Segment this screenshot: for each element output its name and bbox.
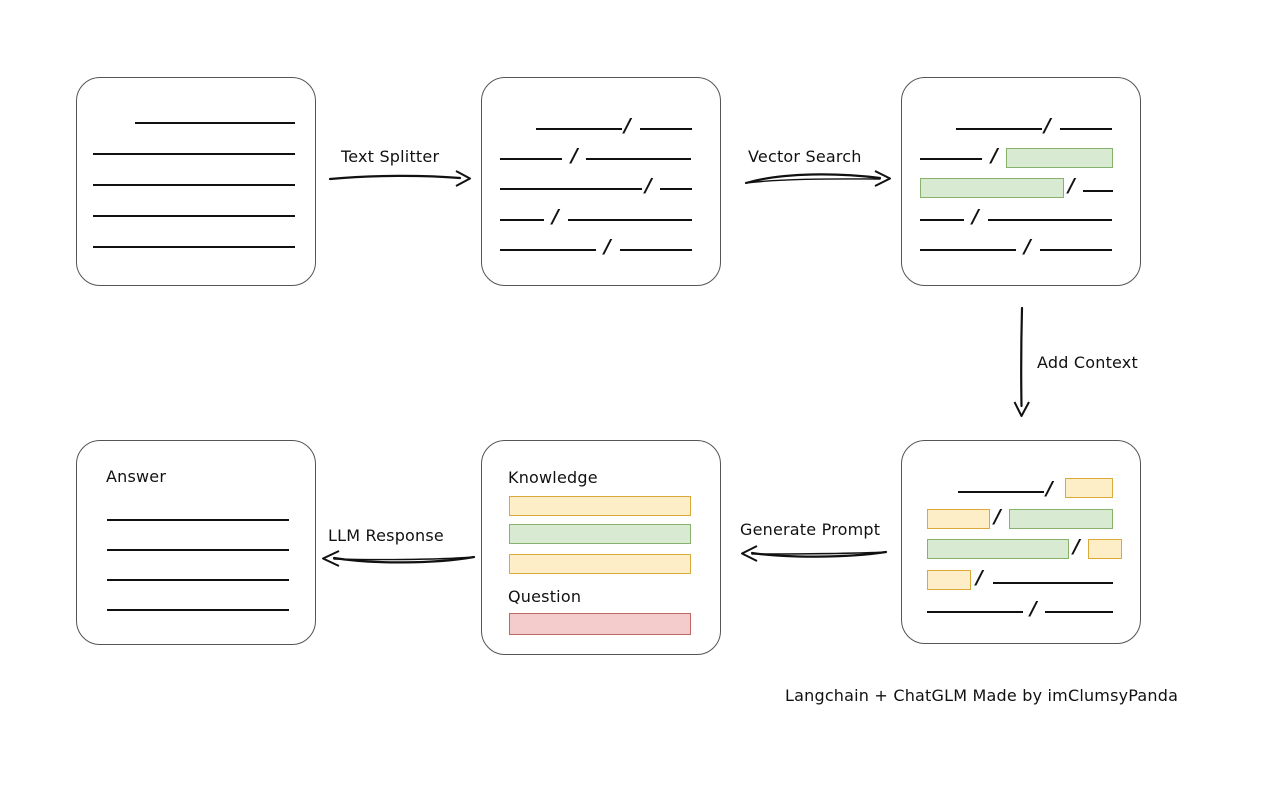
slash-separator: / <box>1044 114 1051 137</box>
knowledge-bar-green[interactable] <box>509 524 691 544</box>
arrow-generate-prompt <box>741 545 888 562</box>
text-line <box>107 519 289 521</box>
text-line <box>1083 190 1113 192</box>
chunk-highlight-yellow[interactable] <box>927 509 990 529</box>
credit-text: Langchain + ChatGLM Made by imClumsyPand… <box>785 686 1179 705</box>
text-line <box>93 246 295 248</box>
text-line <box>1040 249 1112 251</box>
text-line <box>500 158 562 160</box>
chunk-highlight-yellow[interactable] <box>927 570 971 590</box>
arrow-label-text-splitter: Text Splitter <box>341 147 440 166</box>
text-line <box>568 219 692 221</box>
arrow-add-context <box>1013 306 1030 417</box>
slash-separator: / <box>1068 174 1075 197</box>
arrow-label-llm-response: LLM Response <box>328 526 444 545</box>
question-heading: Question <box>508 587 582 606</box>
text-line <box>1060 128 1112 130</box>
arrow-label-add-context: Add Context <box>1037 353 1138 372</box>
box-source-document[interactable] <box>76 77 316 286</box>
answer-heading: Answer <box>106 467 167 486</box>
text-line <box>920 249 1016 251</box>
slash-separator: / <box>1024 235 1031 258</box>
slash-separator: / <box>994 505 1001 528</box>
slash-separator: / <box>645 174 652 197</box>
chunk-highlight-green[interactable] <box>1009 509 1113 529</box>
text-line <box>620 249 692 251</box>
text-line <box>660 188 692 190</box>
text-line <box>993 582 1113 584</box>
text-line <box>93 153 295 155</box>
arrow-llm-response <box>322 550 476 567</box>
arrow-label-generate-prompt: Generate Prompt <box>740 520 881 539</box>
knowledge-heading: Knowledge <box>508 468 598 487</box>
text-line <box>956 128 1042 130</box>
question-bar-red[interactable] <box>509 613 691 635</box>
text-line <box>920 219 964 221</box>
text-line <box>107 609 289 611</box>
text-line <box>586 158 691 160</box>
slash-separator: / <box>624 114 631 137</box>
arrow-label-vector-search: Vector Search <box>748 147 862 166</box>
slash-separator: / <box>991 144 998 167</box>
text-line <box>135 122 295 124</box>
knowledge-bar-yellow[interactable] <box>509 496 691 516</box>
chunk-highlight-green[interactable] <box>1006 148 1113 168</box>
slash-separator: / <box>604 235 611 258</box>
text-line <box>927 611 1023 613</box>
slash-separator: / <box>571 144 578 167</box>
text-line <box>536 128 622 130</box>
text-line <box>920 158 982 160</box>
box-matched-chunks[interactable]: / / / / / <box>901 77 1141 286</box>
text-line <box>640 128 692 130</box>
slash-separator: / <box>976 566 983 589</box>
slash-separator: / <box>552 205 559 228</box>
text-line <box>500 188 642 190</box>
box-split-chunks[interactable]: / / / / / <box>481 77 721 286</box>
text-line <box>93 215 295 217</box>
arrow-vector-search <box>744 170 891 187</box>
text-line <box>500 249 596 251</box>
text-line <box>107 549 289 551</box>
chunk-highlight-yellow[interactable] <box>1088 539 1122 559</box>
text-line <box>107 579 289 581</box>
slash-separator: / <box>1073 535 1080 558</box>
knowledge-bar-yellow[interactable] <box>509 554 691 574</box>
box-answer[interactable]: Answer <box>76 440 316 645</box>
chunk-highlight-green[interactable] <box>920 178 1064 198</box>
box-context-chunks[interactable]: / / / / / <box>901 440 1141 644</box>
chunk-highlight-yellow[interactable] <box>1065 478 1113 498</box>
text-line <box>93 184 295 186</box>
text-line <box>988 219 1112 221</box>
slash-separator: / <box>1030 597 1037 620</box>
text-line <box>500 219 544 221</box>
text-line <box>1045 611 1113 613</box>
text-line <box>958 491 1044 493</box>
slash-separator: / <box>1046 477 1053 500</box>
chunk-highlight-green[interactable] <box>927 539 1069 559</box>
slash-separator: / <box>972 205 979 228</box>
arrow-text-splitter <box>328 170 471 187</box>
box-prompt[interactable]: Knowledge Question <box>481 440 721 655</box>
